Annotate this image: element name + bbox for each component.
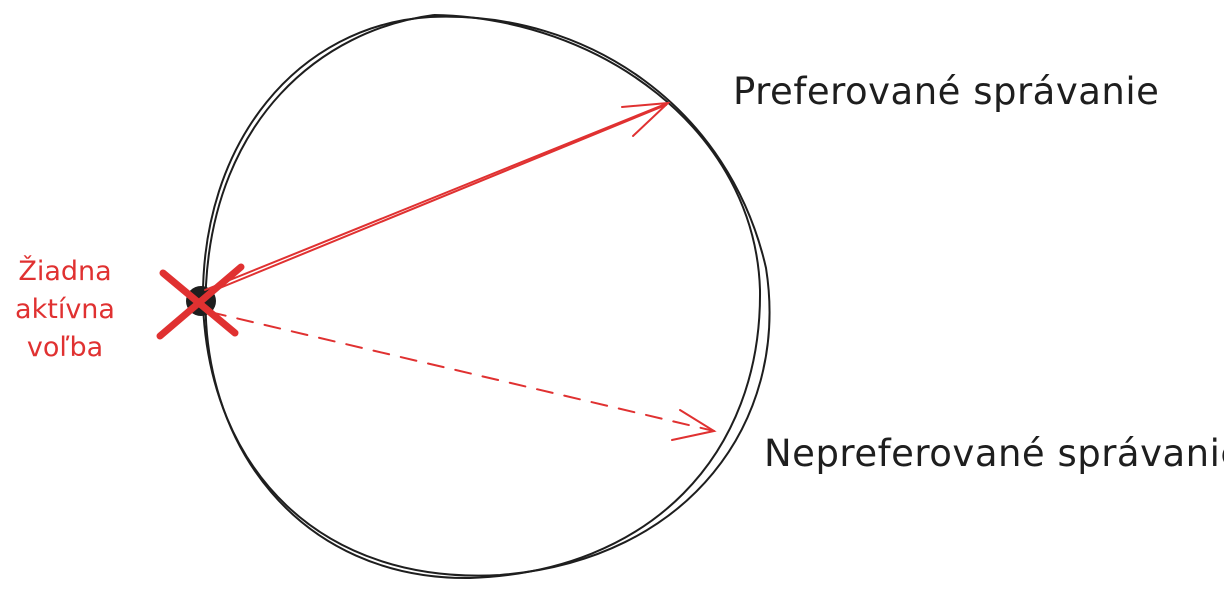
nonpreferred-arrow [209, 311, 717, 441]
preferred-arrow [204, 101, 671, 293]
no-choice-line-3: voľba [26, 332, 104, 363]
no-choice-line-1: Žiadna [18, 256, 112, 287]
preferred-behavior-label: Preferované správanie [733, 70, 1160, 113]
preferred-arrow-shaft [204, 102, 669, 291]
no-choice-line-2: aktívna [15, 294, 115, 325]
no-choice-cross-icon [156, 263, 245, 340]
no-active-choice-label: Žiadna aktívna voľba [0, 253, 130, 367]
nonpreferred-arrow-shaft [209, 311, 715, 432]
choice-circle [201, 14, 771, 580]
nonpreferred-arrow-head [671, 409, 717, 441]
preferred-arrow-shaft-sketch [209, 104, 667, 293]
nonpreferred-behavior-label: Nepreferované správanie [764, 432, 1224, 475]
circle-stroke-2 [204, 14, 762, 580]
preferred-arrow-head [621, 101, 671, 137]
